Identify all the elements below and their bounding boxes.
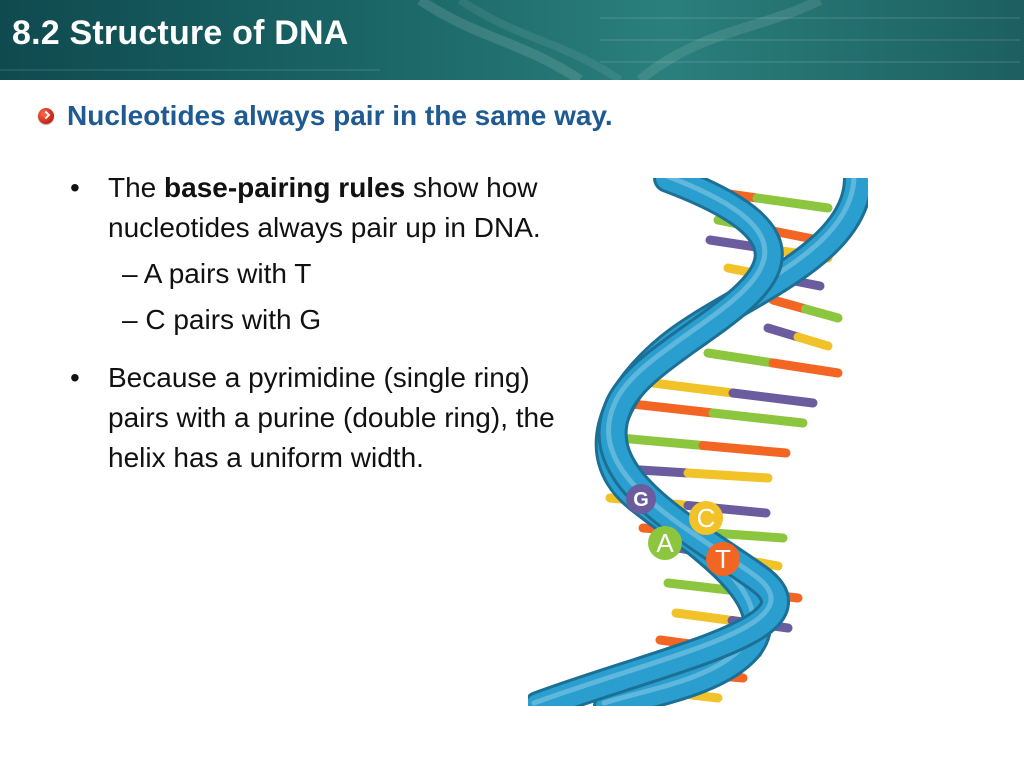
base-pair-half <box>671 608 737 625</box>
sub-bullet-item: – A pairs with T <box>122 258 312 289</box>
bullet-suffix: show how nucleotides always pair up in D… <box>108 172 541 243</box>
base-pair-half <box>793 332 833 351</box>
g-label: G <box>633 489 649 511</box>
base-pair-half <box>683 468 773 483</box>
slide-header: 8.2 Structure of DNA <box>0 0 1024 80</box>
bullet-item: • The base-pairing rules show how nucleo… <box>70 168 570 248</box>
nucleotide-a-badge: A <box>648 526 682 560</box>
base-pair-half <box>801 304 843 323</box>
dna-sequence-texture <box>0 0 1020 80</box>
subheading-text: Nucleotides always pair in the same way. <box>67 100 613 131</box>
backbone-highlight <box>531 178 774 706</box>
bullet-bold-term: base-pairing rules <box>164 172 406 203</box>
slide-body: • The base-pairing rules show how nucleo… <box>70 168 570 478</box>
helix-backbone <box>528 178 868 706</box>
base-pair-half <box>698 441 791 458</box>
base-pair-half <box>768 358 843 378</box>
a-circle <box>648 526 682 560</box>
t-circle <box>706 542 740 576</box>
nucleotide-labels: G C A T <box>626 484 740 576</box>
base-pair-half <box>618 398 718 418</box>
bullet-item: • Because a pyrimidine (single ring) pai… <box>70 358 570 478</box>
c-circle <box>689 501 723 535</box>
base-pair-half <box>648 378 738 398</box>
c-label: C <box>697 503 716 533</box>
dna-helix-illustration: G C A T <box>528 178 868 706</box>
backbone-strand <box>528 178 787 706</box>
base-pair-half <box>615 433 708 450</box>
bullet-text: Because a pyrimidine (single ring) pairs… <box>108 362 555 473</box>
bullet-prefix: The <box>108 172 165 203</box>
base-pair-half <box>663 578 738 595</box>
base-pair-half <box>752 193 833 213</box>
a-label: A <box>656 528 674 558</box>
bullet-dot: • <box>70 362 80 393</box>
base-pair-half <box>708 528 788 543</box>
base-pair-half <box>708 408 808 428</box>
nucleotide-c-badge: C <box>689 501 723 535</box>
g-circle <box>626 484 656 514</box>
base-pair-half <box>703 348 778 368</box>
t-label: T <box>715 544 731 574</box>
nucleotide-g-badge: G <box>626 484 656 514</box>
subheading: Nucleotides always pair in the same way. <box>38 100 613 132</box>
slide-title: 8.2 Structure of DNA <box>12 14 349 52</box>
base-pair-half <box>768 295 810 314</box>
base-pair-half <box>728 388 818 408</box>
chevron-bullet-icon <box>38 108 54 124</box>
nucleotide-t-badge: T <box>706 542 740 576</box>
bullet-dot: • <box>70 172 80 203</box>
base-pair-half <box>763 323 803 342</box>
sub-bullet-item: – C pairs with G <box>122 304 322 335</box>
